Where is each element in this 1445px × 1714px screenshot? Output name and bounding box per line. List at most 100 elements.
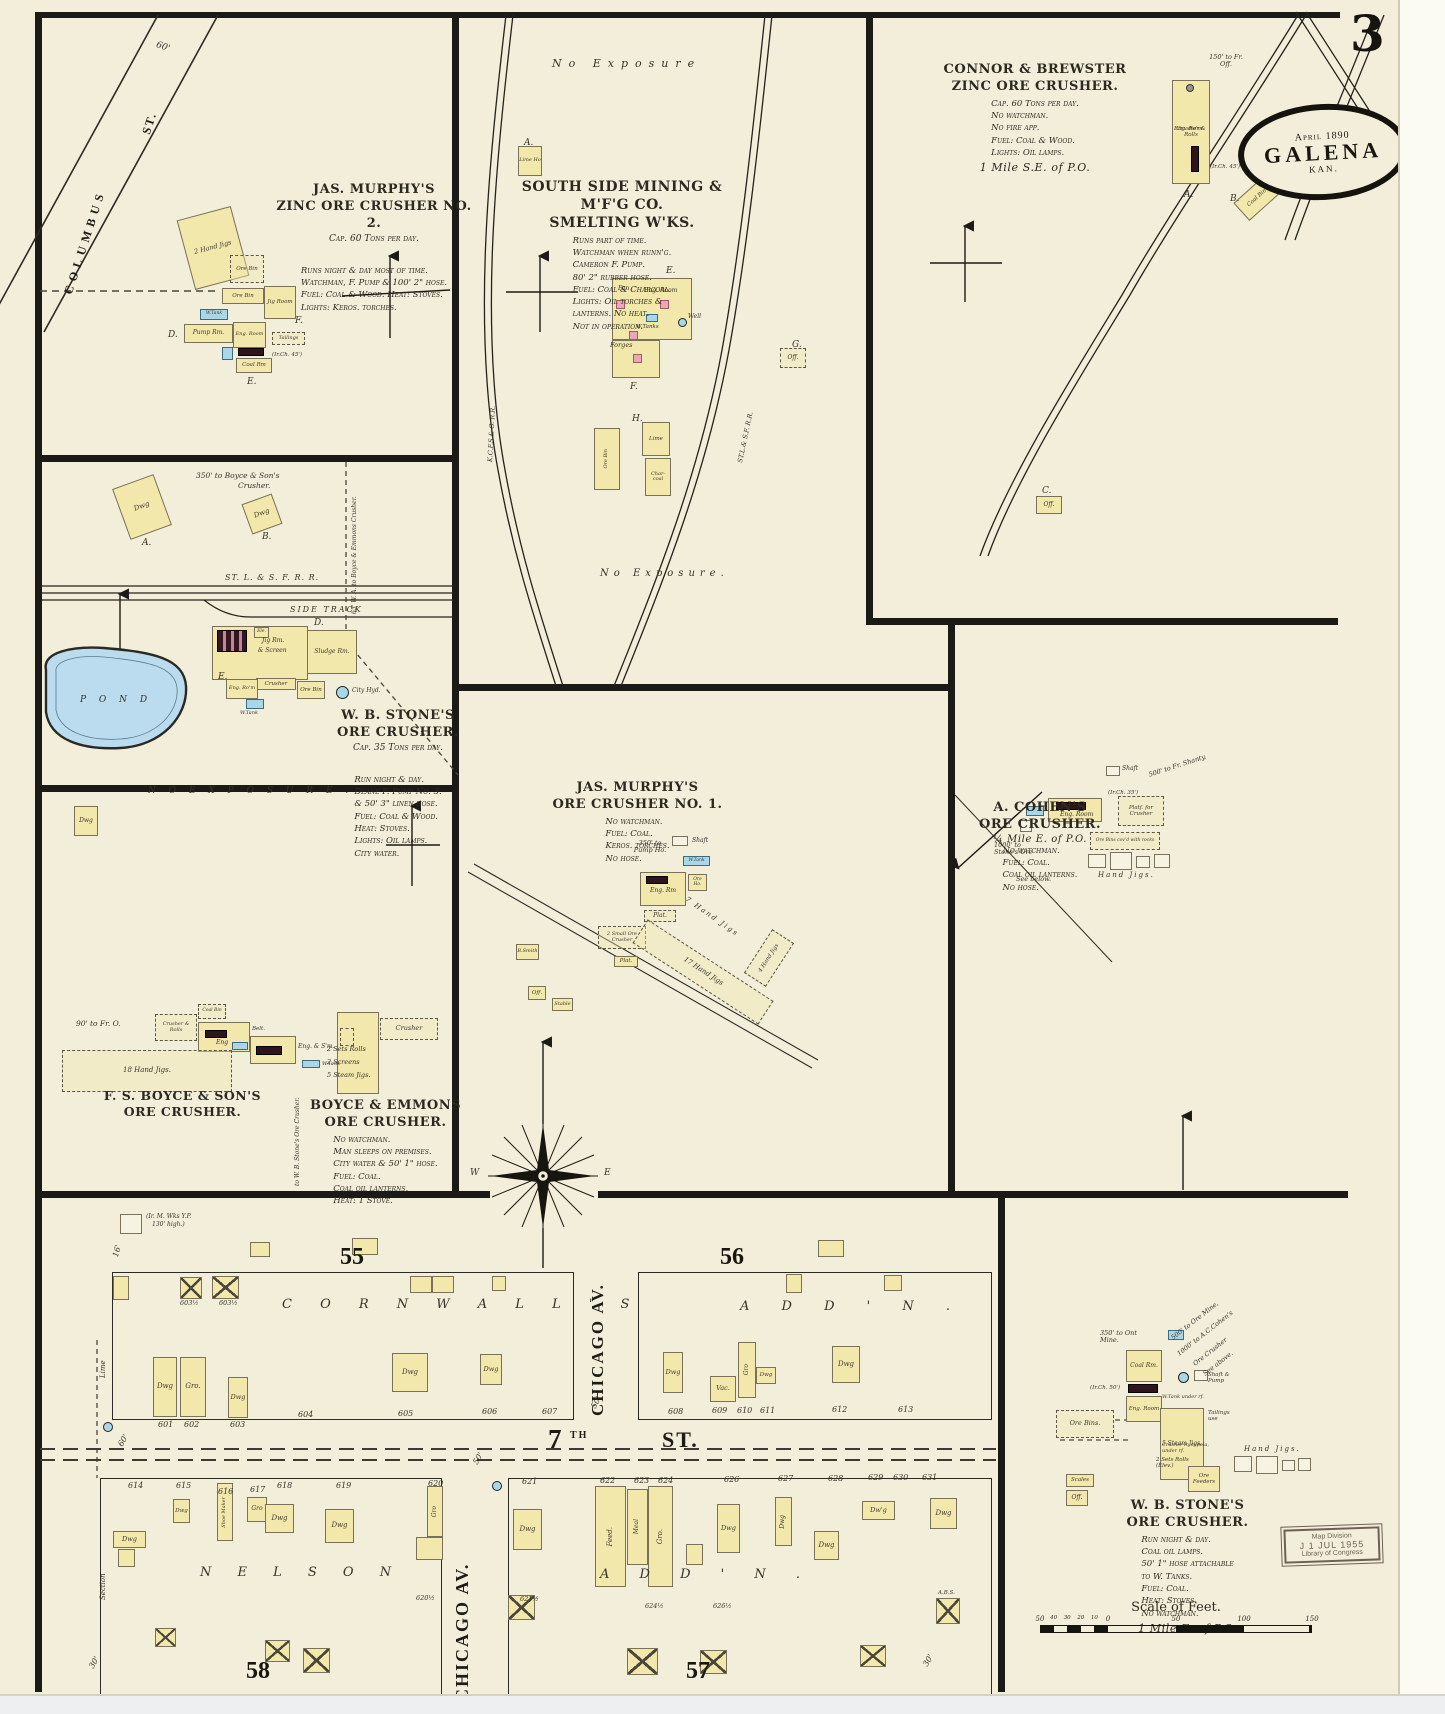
lot-624: 624 (658, 1476, 674, 1485)
lot-617: 617 (250, 1485, 266, 1494)
bldg-58-x2 (265, 1640, 290, 1662)
scale-tick: 150 (1305, 1615, 1319, 1623)
rr-stlsf-curve: ST.L.& S.F. R.R. (736, 410, 755, 464)
library-stamp: Map Division J 1 JUL 1955 Library of Con… (1280, 1523, 1384, 1567)
facility-title2: ORE CRUSHER. (1126, 1514, 1249, 1530)
boiler-boyce1 (205, 1030, 227, 1038)
lot-613: 613 (898, 1405, 914, 1414)
lot-620: 620 (428, 1479, 444, 1488)
bldg-murphy1-oreho-label: Ore Ho. (693, 876, 702, 887)
boyce-2screens: 2 Screens (327, 1058, 360, 1066)
block-55-outline (112, 1272, 574, 1420)
bldg-55-x2 (212, 1276, 239, 1299)
bldg-55-t3 (492, 1276, 506, 1291)
stone2-cupola: Crusher in cupola, under rf. (1162, 1442, 1209, 1454)
lot-603h-a: 603½ (180, 1299, 199, 1307)
block-56-outline (638, 1272, 992, 1420)
bldg-meal-label: Meal (633, 1519, 641, 1535)
lot-603h-b: 603½ (219, 1299, 238, 1307)
bldg-stone2-jig4 (1298, 1458, 1311, 1471)
scale-tick: 0 (1105, 1615, 1111, 1623)
lot-626h: 626½ (713, 1602, 732, 1610)
lot-611: 611 (760, 1406, 776, 1415)
connor-letter-a: A. (1184, 190, 1194, 200)
bldg-stone2-jig2 (1256, 1456, 1278, 1474)
bldg-murphy1-off: Off. (528, 986, 546, 1000)
bldg-crusher-rolls-dashed: Crusher & Rolls (155, 1014, 197, 1041)
lot-616: 616 (218, 1487, 234, 1496)
scale-bar-line (1040, 1625, 1312, 1633)
tank-murphy1-label: W.Tank (688, 857, 705, 863)
street-7th-num: 7 (548, 1424, 564, 1454)
stone2-rolls: 2 Sets Rolls (Elev.) (1156, 1457, 1189, 1470)
lot-619: 619 (336, 1481, 352, 1490)
bldg-58-dwg1: Dwg (113, 1531, 146, 1548)
bldg-55-dwg1-label: Dwg (156, 1382, 174, 1391)
note-65-boyce-emmons: 65' W. A. to Boyce & Emmons Crusher. (351, 496, 358, 614)
bldg-stone1-orebin-label: Ore Bin (300, 686, 322, 693)
rr-kcfsg: K.C.F.S.& G. R.R. (486, 405, 497, 463)
facility-details: Run night & day. Deane F. Pump No. 3. & … (354, 774, 442, 859)
bldg-bsmith: B.Smith (516, 944, 539, 960)
stone2-handjigs: Hand Jigs. (1244, 1445, 1301, 1453)
boyce-wtank: W.Tank (322, 1061, 341, 1067)
bldg-stone2-jig1 (1234, 1456, 1252, 1472)
street-columbus-st: ST. (139, 110, 160, 137)
bldg-letter-d: D. (168, 330, 178, 340)
boyce-eng: Eng (216, 1039, 229, 1046)
bldg-55-corner (113, 1276, 129, 1300)
facility-title2: ORE CRUSHER NO. 1. (552, 796, 723, 812)
smelt-letter-a: A. (524, 138, 534, 148)
bldg-57-dwg5: Dw'g (862, 1501, 895, 1520)
bldg-stone2-orebins-label: Ore Bins. (1069, 1419, 1101, 1428)
bldg-dwg-a: Dwg (112, 474, 172, 540)
bldg-cohen-orebins-label: Ore Bins cov'd with rocks (1095, 837, 1155, 843)
scale-tick: 100 (1237, 1615, 1251, 1623)
bldg-lime-ho-label: Lime Ho (519, 157, 541, 164)
note-350-boyce2: Crusher. (238, 481, 271, 490)
bldg-coal-rm-m2: Coal Rm (236, 358, 272, 373)
bldg-scales-label: Scales (1071, 1477, 1089, 1484)
bldg-dwg-small-label: Dwg (79, 816, 93, 824)
lot-601: 601 (158, 1420, 174, 1429)
note-lime: Lime (99, 1360, 107, 1378)
murphy1-note-pump: 350' to Pump Ho. (633, 839, 667, 855)
stone2-irch50: (Ir.Ch. 50') (1090, 1385, 1120, 1391)
murphy1-shaft: Shaft (692, 837, 709, 844)
bldg-18-hand-jigs-label: 18 Hand Jigs. (123, 1066, 171, 1075)
facility-title: F. S. BOYCE & SON'S (103, 1088, 262, 1103)
bldg-stone1-ele: Ele. (254, 627, 269, 638)
rr-stlsf: ST. L. & S. F. R. R. (225, 573, 320, 582)
bldg-55-dwg3-label: Dwg (401, 1367, 419, 1376)
bldg-pump-rm-label: Pump Rm. (192, 329, 225, 337)
bldg-56-dwg2: Dwg (756, 1367, 776, 1384)
smelt-wtanks: W.Tanks (636, 324, 659, 330)
bldg-stone2-eng-label: Eng. Room (1128, 1405, 1160, 1412)
bldg-58-x3 (303, 1648, 330, 1673)
railroad-left (40, 585, 456, 618)
bldg-55-gro-label: Gro. (185, 1382, 201, 1391)
bldg-58-gro2-label: Gro (430, 1505, 438, 1518)
bldg-57-dwg2-label: Dwg (721, 1523, 736, 1532)
stone1-letter-e: E. (218, 672, 228, 682)
bldg-dwg-b: Dwg (241, 493, 283, 535)
bldg-17-hand-jigs-label: 17 Hand Jigs (682, 955, 725, 988)
rule-top (35, 12, 1340, 18)
bldg-56-t1 (786, 1274, 802, 1293)
stone1-cityhyd: City Hyd. (352, 687, 381, 694)
bldg-smelt-charcoal: Char- coal (645, 458, 671, 496)
bldg-57-x1 (508, 1595, 535, 1620)
bldg-56-dwg3-label: Dwg (837, 1359, 855, 1368)
width-60ft: 60' (154, 40, 172, 55)
tank-murphy2-a: W.Tank (200, 309, 228, 320)
bldg-letter-e: E. (247, 377, 257, 387)
bldg-57-dwg6: Dwg (930, 1498, 957, 1529)
bldg-murphy1-shaft (672, 836, 688, 846)
bldg-stone1-eng: Eng. Ro'm (226, 679, 258, 699)
bldg-58-t1 (118, 1549, 135, 1567)
seventh-street-lines (40, 1448, 996, 1461)
cohen-note-1000: 1000' to Stone's Ore (994, 841, 1033, 857)
facility-title: JAS. MURPHY'S (576, 780, 699, 795)
bldg-ore-bin-label: Ore Bin (232, 292, 254, 299)
bldg-dwg-b-label: Dwg (252, 506, 271, 520)
